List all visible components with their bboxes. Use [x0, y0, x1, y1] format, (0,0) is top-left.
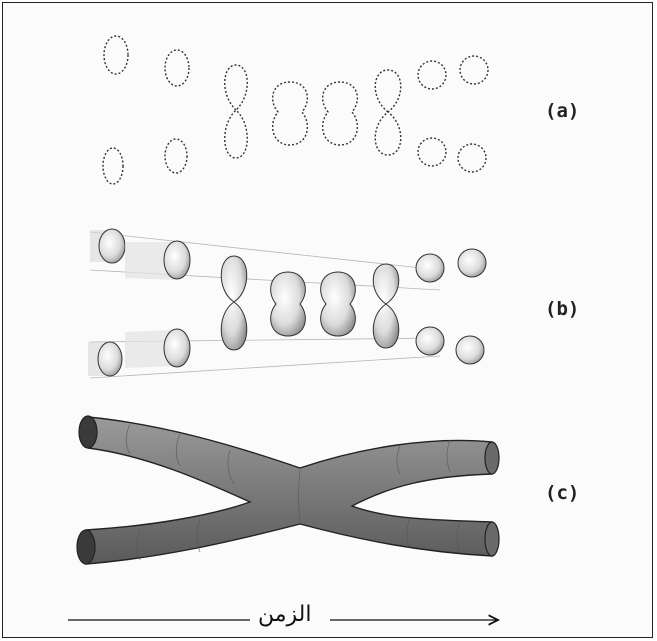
loop-a-bottom-1	[103, 148, 123, 184]
worldsheet-tube	[86, 417, 492, 564]
loop-a-right-top-2	[460, 56, 488, 84]
tube-end-top-right	[485, 442, 499, 474]
loop-a-right-top-1	[418, 61, 446, 89]
tube-end-bottom-left	[77, 530, 95, 564]
cyl-b-figure8-1	[221, 256, 247, 350]
cyl-b-top-1	[90, 229, 125, 263]
cyl-b-peanut-2	[321, 272, 356, 336]
cyl-b-right-bottom-2	[456, 336, 484, 364]
cyl-b-right-bottom-1	[416, 327, 444, 355]
cyl-b-figure8-2	[373, 264, 399, 348]
loop-a-right-bottom-2	[458, 144, 486, 172]
cyl-b-top-2	[125, 241, 190, 280]
loop-a-bottom-2	[165, 139, 187, 173]
cyl-b-bottom-1	[88, 342, 122, 376]
panel-b-cylinders	[88, 229, 486, 378]
cyl-b-peanut-1	[271, 272, 306, 336]
panel-label-c: (c)	[545, 482, 579, 504]
cyl-b-right-top-1	[416, 254, 444, 282]
loop-a-top-1	[104, 36, 128, 74]
cyl-b-right-top-2	[458, 249, 486, 277]
time-axis-label: الزمن	[254, 602, 316, 627]
panel-a-loops	[103, 36, 488, 184]
loop-a-peanut-1	[273, 82, 308, 145]
loop-a-peanut-2	[323, 82, 358, 145]
panel-label-b: (b)	[545, 298, 579, 320]
panel-label-a: (a)	[545, 100, 579, 122]
loop-a-right-bottom-1	[418, 138, 446, 166]
panel-c-worldsheet	[77, 416, 499, 564]
tube-end-bottom-right	[485, 522, 499, 556]
cyl-b-bottom-2	[125, 329, 190, 368]
loop-a-figure8-2	[375, 70, 401, 155]
loop-a-figure8-1	[225, 65, 248, 158]
loop-a-top-2	[165, 50, 189, 86]
tube-end-top-left	[79, 416, 97, 448]
